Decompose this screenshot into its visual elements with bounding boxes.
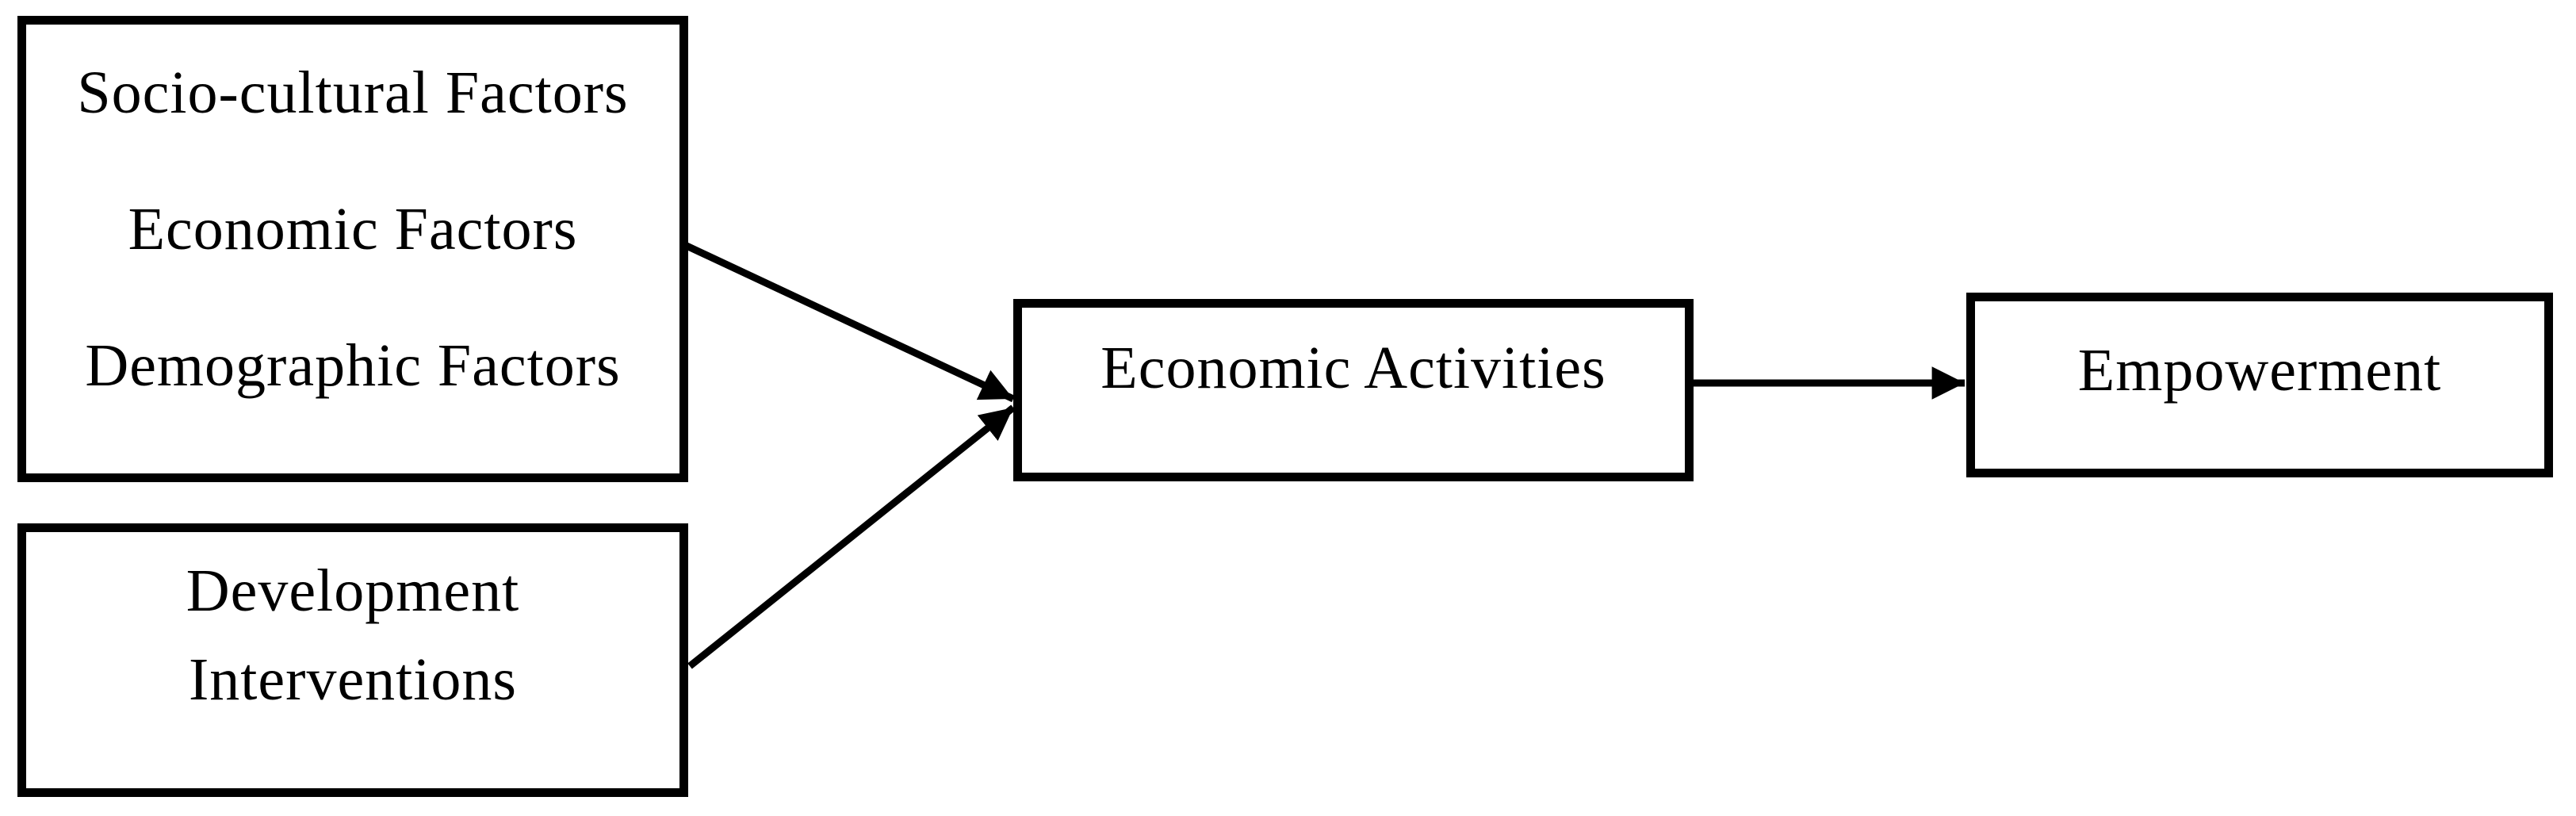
node-interventions-box: Development Interventions (17, 523, 688, 797)
node-factors-line-2: Economic Factors (128, 196, 578, 262)
arrow-interventions-to-activities (687, 404, 1016, 669)
node-empowerment-label: Empowerment (2077, 337, 2442, 404)
node-empowerment-box: Empowerment (1966, 293, 2553, 477)
node-factors-box: Socio-cultural Factors Economic Factors … (17, 16, 688, 482)
node-economic-activities-label: Economic Activities (1100, 335, 1606, 401)
arrow-factors-to-activities (685, 242, 1015, 403)
node-interventions-line-2: Interventions (188, 646, 517, 713)
node-economic-activities-box: Economic Activities (1013, 299, 1694, 481)
node-interventions-line-1: Development (186, 557, 520, 624)
node-factors-line-3: Demographic Factors (85, 332, 621, 399)
node-factors-line-1: Socio-cultural Factors (77, 59, 629, 126)
